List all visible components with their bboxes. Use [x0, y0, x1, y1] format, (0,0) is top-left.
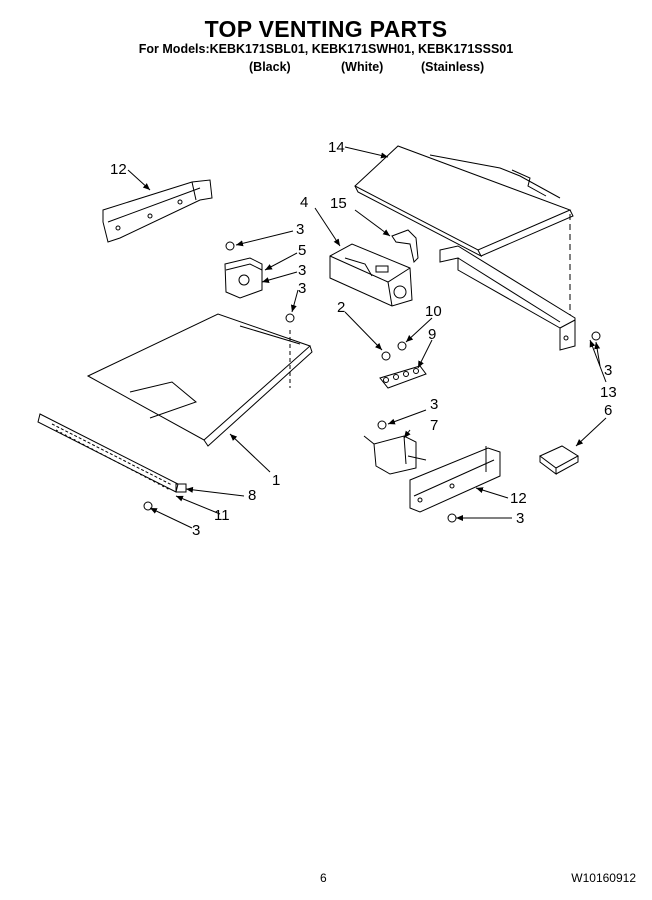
callout-10: 10 [425, 303, 442, 320]
callout-3-g: 3 [516, 510, 524, 527]
page-title: TOP VENTING PARTS [204, 16, 448, 42]
part-13-bracket [439, 245, 576, 351]
callout-12-upper: 12 [110, 161, 127, 178]
callout-3-c: 3 [298, 280, 306, 297]
variant-white: (White) [341, 60, 384, 74]
callout-3-f: 3 [192, 522, 200, 539]
callout-9: 9 [428, 326, 436, 343]
callout-3-d: 3 [604, 362, 612, 379]
callout-8: 8 [248, 487, 256, 504]
part-5-switch [224, 257, 263, 299]
callout-12-lower: 12 [510, 490, 527, 507]
leader-lines [127, 146, 607, 529]
callout-15: 15 [330, 195, 347, 212]
variant-black: (Black) [249, 60, 291, 74]
part-15-strap [391, 229, 419, 263]
callout-3-a: 3 [296, 221, 304, 238]
callout-7: 7 [430, 417, 438, 434]
callout-3-e: 3 [430, 396, 438, 413]
part-11-rail [37, 413, 179, 493]
part-12-bracket-upper [102, 179, 213, 243]
callout-13: 13 [600, 384, 617, 401]
document-number: W10160912 [571, 871, 636, 885]
callout-2: 2 [337, 299, 345, 316]
part-2-screw [381, 351, 391, 361]
part-4-fan-assembly [329, 243, 413, 307]
callout-11: 11 [214, 507, 230, 524]
variant-stainless: (Stainless) [421, 60, 485, 74]
callout-6: 6 [604, 402, 612, 419]
callout-14: 14 [328, 139, 345, 156]
part-7-relay [363, 435, 427, 475]
part-6-clip [539, 445, 579, 475]
callout-4: 4 [300, 194, 308, 211]
part-12-bracket-lower [409, 446, 501, 513]
page-number: 6 [320, 871, 327, 885]
model-list: For Models:KEBK171SBL01, KEBK171SWH01, K… [138, 42, 514, 56]
part-10-screw [397, 341, 407, 351]
callout-1: 1 [272, 472, 280, 489]
part-9-terminal-block [379, 365, 427, 389]
callout-labels: 14 12 4 15 3 5 3 3 2 10 9 3 13 6 3 7 1 8… [110, 139, 617, 539]
callout-5: 5 [298, 242, 306, 259]
part-14-vent-cover [354, 145, 574, 258]
callout-3-b: 3 [298, 262, 306, 279]
part-1-baffle-panel [86, 313, 313, 447]
